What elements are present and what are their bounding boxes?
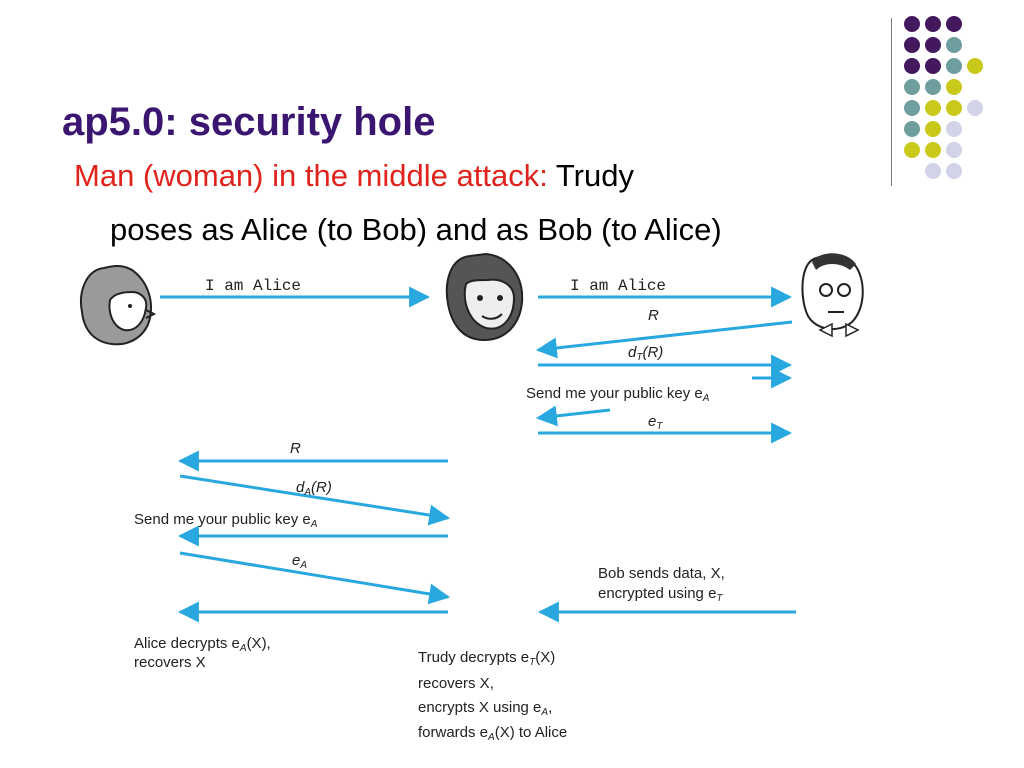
note-bob-data-2-sub: T <box>716 593 723 604</box>
decor-dot <box>946 121 962 137</box>
decor-dot <box>925 142 941 158</box>
note-trudy-4-sub: A <box>487 732 495 743</box>
arrow-bob-R <box>535 320 793 359</box>
decor-dot <box>925 163 941 179</box>
decor-dot <box>967 58 983 74</box>
trudy-face-icon <box>445 252 524 342</box>
decor-dot <box>925 37 941 53</box>
msg-alice-sig-arg: (R) <box>311 479 332 496</box>
decor-dot <box>967 100 983 116</box>
decor-dot <box>925 16 941 32</box>
note-alice-2: recovers X <box>134 654 206 671</box>
decor-dot <box>946 142 962 158</box>
subtitle-rest: Trudy <box>555 158 634 193</box>
decor-dot <box>925 58 941 74</box>
decor-dot <box>946 79 962 95</box>
note-trudy-4: forwards eA(X) to Alice <box>418 724 567 743</box>
decor-dot <box>904 16 920 32</box>
msg-alice-key-sub: A <box>299 560 307 571</box>
decor-dot <box>904 37 920 53</box>
msg-trudy-key-request: Send me your public key eA <box>134 511 318 530</box>
msg-trudy-key-sub: T <box>656 421 663 432</box>
note-bob-data-1: Bob sends data, X, <box>598 565 725 582</box>
msg-trudy-sig: dT(R) <box>628 344 663 363</box>
msg-trudy-sig-arg: (R) <box>642 344 663 361</box>
decor-dot <box>946 37 962 53</box>
arrow-alice-key <box>179 551 451 605</box>
decor-dot <box>904 58 920 74</box>
note-trudy-4-post: (X) to Alice <box>495 724 568 741</box>
arrow-bob-key-request-back <box>535 405 611 427</box>
decor-dot <box>925 121 941 137</box>
msg-alice-sig-d: d <box>296 479 305 496</box>
note-bob-data-2-text: encrypted using e <box>598 585 716 602</box>
subtitle-highlight: Man (woman) in the middle attack: <box>74 158 548 193</box>
note-trudy-1-pre: Trudy decrypts e <box>418 649 529 666</box>
note-trudy-2: recovers X, <box>418 675 494 692</box>
decor-dot <box>925 79 941 95</box>
note-alice-1-sub: A <box>239 643 247 654</box>
decor-divider <box>891 18 892 186</box>
decor-dot <box>946 58 962 74</box>
decor-dot <box>946 16 962 32</box>
msg-trudy-iam: I am Alice <box>570 277 666 295</box>
msg-trudy-sig-sub: T <box>636 352 643 363</box>
msg-trudy-key: eT <box>648 413 663 432</box>
decor-dot <box>904 121 920 137</box>
decor-dot <box>904 142 920 158</box>
decor-dot <box>925 100 941 116</box>
decor-dot <box>946 163 962 179</box>
msg-bob-R: R <box>648 307 659 324</box>
slide-title: ap5.0: security hole <box>62 100 436 144</box>
note-trudy-4-pre: forwards e <box>418 724 488 741</box>
msg-alice-key: eA <box>292 552 307 571</box>
alice-face-icon <box>80 265 157 346</box>
note-trudy-1: Trudy decrypts eT(X) <box>418 649 555 668</box>
msg-alice-iam: I am Alice <box>205 277 301 295</box>
msg-trudy-R: R <box>290 440 301 457</box>
note-trudy-3-post: , <box>548 699 552 716</box>
decor-dot <box>946 100 962 116</box>
decor-dot <box>904 100 920 116</box>
msg-bob-key-request-sub: A <box>702 393 710 404</box>
msg-alice-sig: dA(R) <box>296 479 332 498</box>
subtitle-line-2: poses as Alice (to Bob) and as Bob (to A… <box>110 212 722 247</box>
arrow-alice-sig <box>179 474 451 526</box>
decor-dot <box>904 79 920 95</box>
msg-alice-sig-sub: A <box>303 487 311 498</box>
note-trudy-3-pre: encrypts X using e <box>418 699 541 716</box>
note-alice-1-pre: Alice decrypts e <box>134 635 240 652</box>
note-alice-1-post: (X), <box>247 635 271 652</box>
note-trudy-3: encrypts X using eA, <box>418 699 552 718</box>
msg-alice-key-e: e <box>292 552 300 569</box>
subtitle-line-1: Man (woman) in the middle attack: Trudy <box>74 158 634 194</box>
note-trudy-3-sub: A <box>540 707 548 718</box>
note-bob-data-2: encrypted using eT <box>598 585 723 604</box>
msg-bob-key-request: Send me your public key eA <box>526 385 710 404</box>
msg-trudy-sig-d: d <box>628 344 637 361</box>
bob-face-icon <box>801 253 864 338</box>
note-trudy-1-sub: T <box>529 657 536 668</box>
msg-trudy-key-request-text: Send me your public key e <box>134 511 311 528</box>
msg-trudy-key-e: e <box>648 413 656 430</box>
msg-trudy-key-request-sub: A <box>310 519 318 530</box>
msg-bob-key-request-text: Send me your public key e <box>526 385 703 402</box>
note-alice-1: Alice decrypts eA(X), <box>134 635 271 654</box>
note-trudy-1-post: (X) <box>535 649 555 666</box>
